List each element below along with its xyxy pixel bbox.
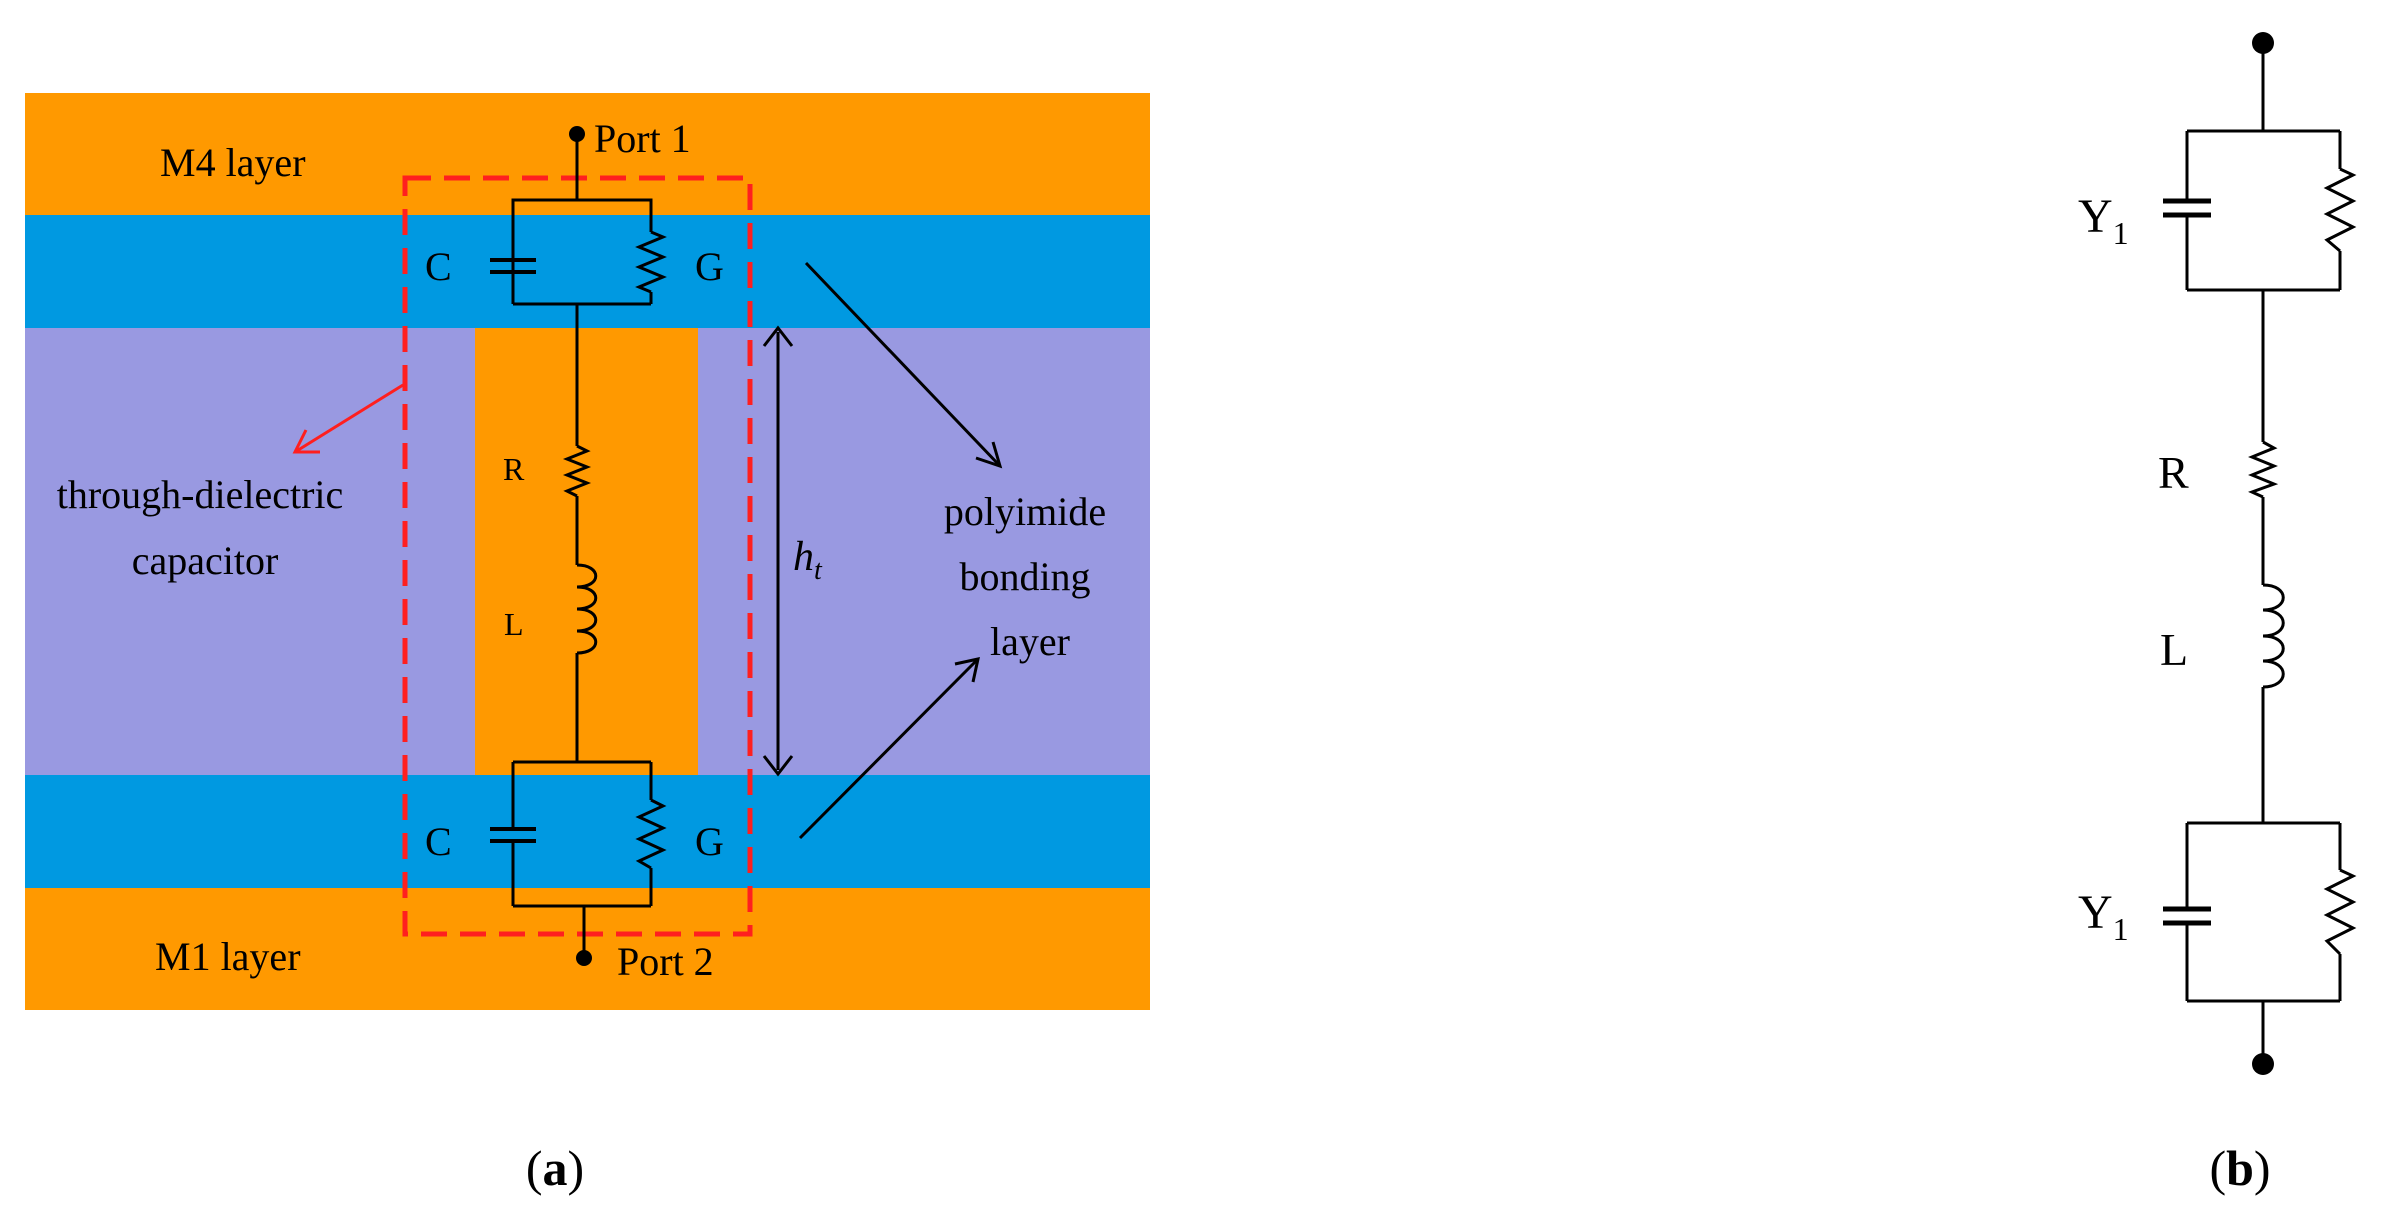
tdc-pointer-arrow (292, 383, 404, 454)
bottom-cg-network (511, 760, 653, 908)
bottom-y1-network (2185, 821, 2342, 1003)
bottom-y1-label: Y1 (2078, 886, 2129, 947)
port2-label: Port 2 (617, 939, 714, 984)
height-dimension-arrow (762, 325, 794, 777)
via-metal-column (475, 328, 698, 775)
resistor-label: R (503, 451, 525, 487)
bottom-cond-label: G (695, 819, 724, 864)
inductor-symbol (576, 563, 598, 655)
bottom-cap-label: C (425, 819, 452, 864)
inductor-label: L (504, 606, 524, 642)
top-y1-resistor-symbol (2323, 167, 2357, 253)
bottom-y1-capacitor-symbol (2163, 906, 2211, 926)
bottom-y1-resistor-symbol (2323, 868, 2357, 956)
polyimide-label: polyimide bonding layer (944, 489, 1116, 664)
m1-metal-layer (25, 888, 1150, 1010)
top-y1-capacitor-symbol (2163, 198, 2211, 218)
top-conductance-symbol (635, 230, 667, 294)
resistor-symbol (562, 444, 592, 498)
resistor-label: R (2158, 447, 2189, 498)
m1-layer-label: M1 layer (155, 934, 301, 979)
top-cap-label: C (425, 244, 452, 289)
bottom-bonding-layer (25, 775, 1150, 888)
height-label: ht (793, 534, 823, 586)
inductor-label: L (2160, 624, 2188, 675)
polyimide-pointer-arrows (798, 261, 1003, 840)
bottom-capacitor-symbol (490, 827, 536, 843)
top-capacitor-symbol (490, 200, 536, 304)
bottom-conductance-symbol (635, 798, 667, 870)
top-cond-label: G (695, 244, 724, 289)
panel-b-caption: (b) (2209, 1140, 2270, 1196)
resistor-symbol (2248, 440, 2279, 499)
panel-a-caption: (a) (526, 1140, 584, 1196)
top-y1-label: Y1 (2078, 190, 2129, 251)
m4-metal-layer (25, 93, 1150, 215)
panel-b: Y1 R L Y1 (2078, 32, 2357, 1196)
top-bonding-layer (25, 215, 1150, 328)
inductor-symbol (2262, 583, 2285, 689)
port2-terminal (576, 950, 592, 966)
panel-a: M4 layer M1 layer Port 1 C G (25, 93, 1150, 1196)
tdc-label: through-dielectric capacitor (57, 472, 354, 583)
top-y1-network (2185, 129, 2342, 292)
m4-layer-label: M4 layer (160, 140, 306, 185)
port1-label: Port 1 (594, 116, 691, 161)
bottom-terminal (2252, 1053, 2274, 1075)
